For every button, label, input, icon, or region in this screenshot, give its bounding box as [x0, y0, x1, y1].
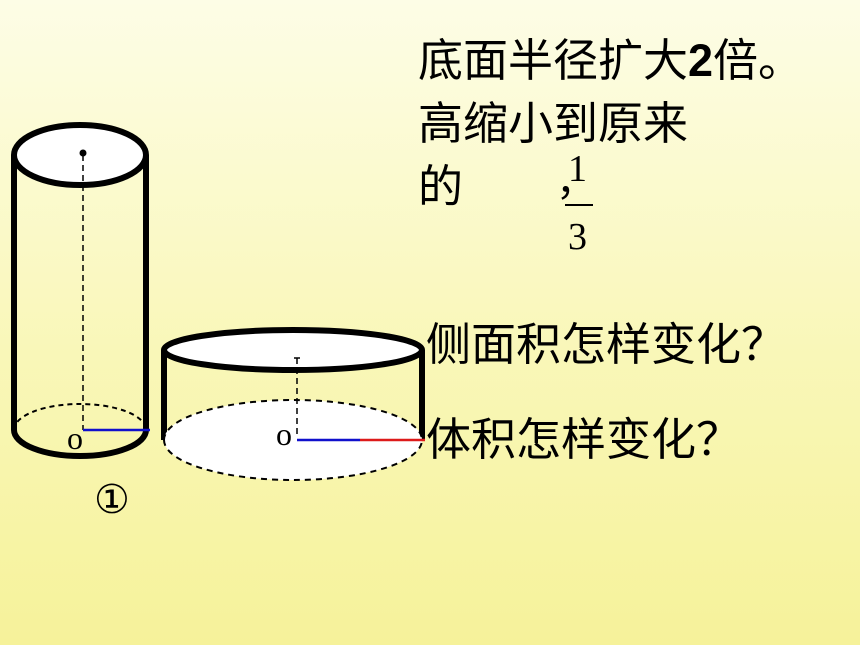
- tall-cylinder-top-center: [79, 149, 87, 157]
- question-volume: 体积怎样变化？: [426, 413, 742, 466]
- wide-cylinder-bottom-front-arc: [163, 439, 423, 481]
- tall-cylinder-bottom-front-arc: [11, 429, 149, 459]
- line1-after: 倍。: [713, 34, 804, 87]
- text-line-1: 底面半径扩大2倍。: [418, 38, 803, 83]
- center-label-right: o: [276, 416, 292, 452]
- line1-number: 2: [688, 35, 714, 86]
- line1-before: 底面半径扩大: [418, 34, 689, 87]
- wide-cylinder: [161, 327, 425, 481]
- question-lateral-area: 侧面积怎样变化？: [426, 318, 787, 371]
- cylinder-marker: ①: [94, 477, 130, 523]
- fraction-numerator: 1: [568, 148, 587, 190]
- wide-cylinder-base-fill: [164, 400, 422, 480]
- fraction-denominator: 3: [568, 216, 587, 258]
- fraction-comma: ，: [556, 159, 596, 205]
- center-label-left: o: [67, 420, 83, 456]
- tall-cylinder-bottom-back-arc: [13, 403, 147, 431]
- text-line-3: 的: [418, 160, 464, 213]
- text-line-2: 高缩小到原来: [418, 97, 689, 150]
- tall-cylinder-top-ellipse: [11, 122, 149, 188]
- tall-cylinder: [11, 122, 150, 459]
- wide-cylinder-top-ellipse: [161, 327, 425, 373]
- wide-cylinder-bottom-back-arc: [163, 399, 423, 441]
- fraction-bar: [565, 204, 593, 206]
